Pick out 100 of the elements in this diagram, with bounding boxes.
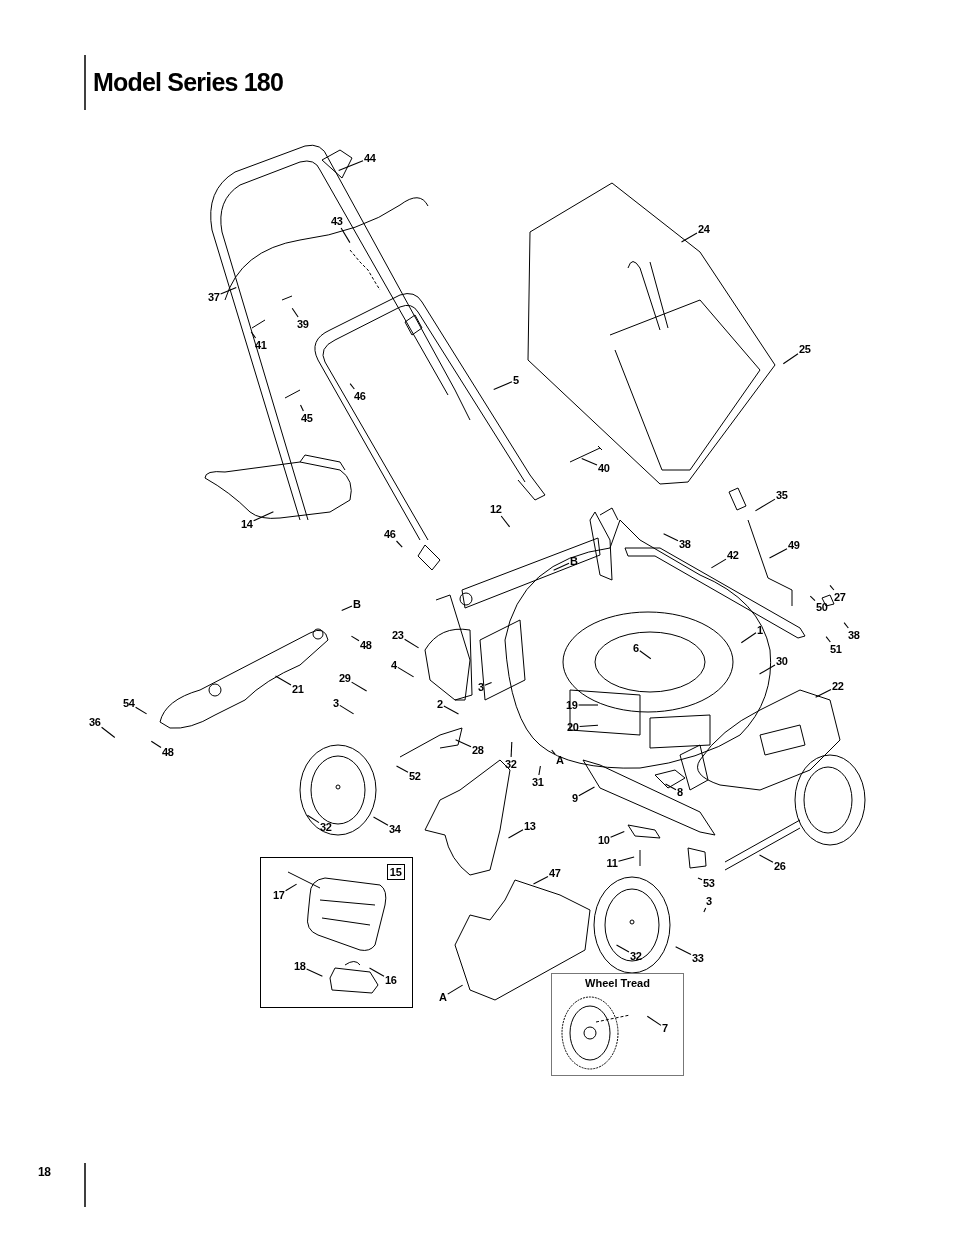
page-number: 18 xyxy=(38,1166,51,1178)
leader-line xyxy=(646,1015,662,1026)
callout-number: 3 xyxy=(706,895,712,907)
callout-number: 46 xyxy=(354,390,366,402)
callout-number: 40 xyxy=(598,462,610,474)
callout-number: 20 xyxy=(567,721,579,733)
leader-line xyxy=(306,968,323,977)
callout-number: 11 xyxy=(606,857,618,869)
leader-line xyxy=(680,232,698,243)
callout-number: 3 xyxy=(478,681,484,693)
callout-number: 46 xyxy=(384,528,396,540)
callout-number: 3 xyxy=(333,697,339,709)
leader-line xyxy=(291,307,299,318)
callout-number: 14 xyxy=(241,518,253,530)
callout-number: 42 xyxy=(727,549,739,561)
callout-number: 32 xyxy=(630,950,642,962)
leader-line xyxy=(351,681,368,692)
leader-line xyxy=(341,605,353,611)
leader-line xyxy=(639,650,652,660)
callout-number: 27 xyxy=(834,591,846,603)
callout-number: 4 xyxy=(391,659,397,671)
callout-number: 53 xyxy=(703,877,715,889)
callout-number: 15 xyxy=(386,864,405,880)
callout-number: 48 xyxy=(360,639,372,651)
callout-number: 38 xyxy=(679,538,691,550)
leader-line xyxy=(578,704,599,706)
callout-number: 54 xyxy=(123,697,135,709)
callout-number: 1 xyxy=(757,624,763,636)
callout-number: 19 xyxy=(566,699,578,711)
callout-number: 39 xyxy=(297,318,309,330)
leader-line xyxy=(553,562,570,571)
callout-number: 50 xyxy=(816,601,828,613)
callout-number: 7 xyxy=(662,1022,668,1034)
callout-number: 6 xyxy=(633,642,639,654)
leader-line xyxy=(703,907,707,913)
leader-line xyxy=(306,814,320,824)
leader-line xyxy=(285,883,298,892)
leader-line xyxy=(274,675,292,686)
callout-number: 25 xyxy=(799,343,811,355)
leader-line xyxy=(253,511,274,522)
callout-number: 12 xyxy=(490,503,502,515)
leader-line xyxy=(758,664,776,675)
leader-line xyxy=(532,876,549,885)
leader-line xyxy=(372,816,389,826)
reference-letter: A xyxy=(439,991,447,1003)
callout-number: 21 xyxy=(292,683,304,695)
leader-line xyxy=(101,726,116,739)
leader-line xyxy=(825,636,831,643)
callout-number: 22 xyxy=(832,680,844,692)
leader-line xyxy=(299,404,304,412)
leader-line xyxy=(350,635,360,642)
leader-line xyxy=(404,638,420,649)
callout-number: 10 xyxy=(598,834,610,846)
leader-line xyxy=(579,724,599,728)
leader-line xyxy=(395,540,403,548)
callout-number: 16 xyxy=(385,974,397,986)
callout-number: 17 xyxy=(273,889,285,901)
callout-number: 37 xyxy=(208,291,220,303)
callout-number: 33 xyxy=(692,952,704,964)
callout-number: 29 xyxy=(339,672,351,684)
leader-line xyxy=(551,749,556,755)
leader-line xyxy=(510,741,513,758)
callout-number: 2 xyxy=(437,698,443,710)
leader-line xyxy=(758,854,774,863)
leader-line xyxy=(538,765,541,776)
inset-panel xyxy=(260,857,413,1008)
leader-line xyxy=(815,688,832,698)
leader-line xyxy=(500,515,511,528)
leader-line xyxy=(447,984,464,995)
callout-number: 5 xyxy=(513,374,519,386)
leader-line xyxy=(455,739,472,748)
leader-line xyxy=(615,944,630,953)
callout-number: 43 xyxy=(331,215,343,227)
leader-line xyxy=(697,877,703,881)
leader-line xyxy=(484,681,493,686)
callout-number: 48 xyxy=(162,746,174,758)
leader-line xyxy=(340,227,351,244)
reference-letter: B xyxy=(353,598,361,610)
callout-number: 41 xyxy=(255,339,267,351)
leader-line xyxy=(610,830,625,838)
callout-number: 35 xyxy=(776,489,788,501)
page-title: Model Series 180 xyxy=(93,68,284,97)
leader-line xyxy=(809,595,816,602)
leader-line xyxy=(843,622,849,629)
leader-line xyxy=(578,786,596,797)
callout-number: 18 xyxy=(294,960,306,972)
leader-line xyxy=(740,632,757,644)
leader-line xyxy=(675,946,692,956)
callout-number: 24 xyxy=(698,223,710,235)
leader-line xyxy=(338,160,364,172)
callout-number: 51 xyxy=(830,643,842,655)
callout-number: 45 xyxy=(301,412,313,424)
callout-number: 26 xyxy=(774,860,786,872)
leader-line xyxy=(617,856,635,862)
callout-number: 8 xyxy=(677,786,683,798)
leader-line xyxy=(768,548,788,559)
leader-line xyxy=(754,498,776,512)
callout-number: 13 xyxy=(524,820,536,832)
leader-line xyxy=(710,558,727,569)
callout-number: 32 xyxy=(320,821,332,833)
